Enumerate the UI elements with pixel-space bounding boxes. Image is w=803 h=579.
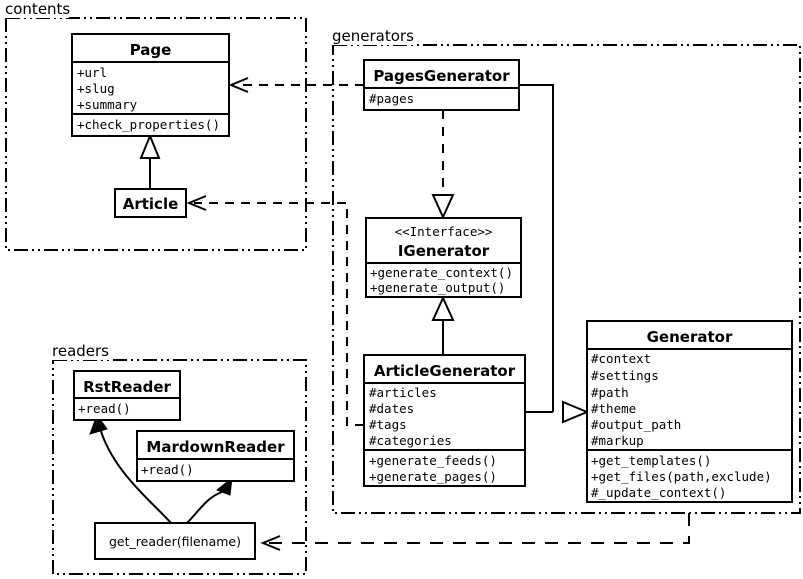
relationship-article-to-page	[139, 133, 161, 189]
package-readers-label-bg	[50, 342, 112, 360]
class-article-box	[114, 188, 187, 218]
class-generator-method: +get_templates()	[591, 453, 711, 468]
class-mardownreader[interactable]: MardownReader +read()	[136, 430, 295, 482]
class-articlegenerator-attribute: #dates	[369, 401, 414, 416]
class-igenerator-method: +generate_output()	[370, 280, 505, 295]
class-page[interactable]: Page +url +slug +summary +check_properti…	[71, 33, 230, 137]
class-pagesgenerator-attribute: #pages	[369, 91, 414, 106]
package-contents-border	[5, 17, 307, 251]
class-igenerator-name: IGenerator	[398, 242, 490, 260]
class-page-method: +check_properties()	[77, 117, 220, 132]
class-rstreader-name: RstReader	[83, 378, 171, 396]
generalization-line-pages	[519, 84, 554, 412]
generalization-arrowhead	[431, 295, 455, 321]
class-mardownreader-box	[136, 430, 295, 482]
class-articlegenerator-method: +generate_pages()	[369, 469, 497, 484]
dependency-line	[194, 202, 364, 426]
returns-arrowhead	[216, 476, 233, 496]
class-generator-attribute: #path	[591, 385, 629, 400]
package-generators-border	[332, 44, 801, 514]
relationship-getreader-to-mardownreader	[186, 476, 233, 524]
class-mardownreader-name: MardownReader	[146, 438, 285, 456]
class-articlegenerator-attribute: #tags	[369, 417, 407, 432]
relationship-getreader-to-rstreader	[89, 413, 172, 524]
relationship-pagesgenerator-to-page	[228, 77, 364, 93]
class-generator-box	[586, 320, 793, 503]
package-generators-label: generators	[332, 27, 414, 45]
class-rstreader-method: +read()	[78, 401, 131, 416]
returns-curve	[99, 427, 172, 524]
package-readers: readers	[50, 342, 307, 575]
generalization-arrowhead	[562, 400, 590, 424]
class-page-attribute: +slug	[77, 81, 115, 96]
class-mardownreader-method: +read()	[141, 462, 194, 477]
returns-arrowhead	[89, 413, 108, 435]
class-igenerator[interactable]: <<Interface>> IGenerator +generate_conte…	[365, 217, 522, 298]
class-generator-attribute: #settings	[591, 368, 659, 383]
function-get-reader-label: get_reader(filename)	[109, 534, 241, 549]
relationship-articlegenerator-to-article	[186, 195, 364, 426]
class-pagesgenerator-name: PagesGenerator	[373, 67, 510, 85]
class-pagesgenerator-box	[363, 59, 520, 111]
class-generator-method: +get_files(path,exclude)	[591, 469, 772, 484]
class-page-attribute: +url	[77, 65, 107, 80]
class-articlegenerator-box	[363, 354, 526, 487]
package-contents-label: contents	[5, 0, 70, 18]
class-page-attribute: +summary	[77, 97, 138, 112]
class-articlegenerator-method: +generate_feeds()	[369, 453, 497, 468]
package-readers-label: readers	[52, 342, 109, 360]
realization-arrowhead	[431, 194, 455, 220]
relationship-pagesgenerator-to-igenerator	[431, 110, 455, 220]
function-get-reader-box	[94, 522, 256, 560]
package-generators-label-bg	[330, 27, 414, 45]
class-article-name: Article	[123, 195, 179, 213]
class-generator[interactable]: Generator #context #settings #path #them…	[586, 320, 793, 503]
class-articlegenerator-attribute: #articles	[369, 385, 437, 400]
class-articlegenerator-attribute: #categories	[369, 433, 452, 448]
relationship-generators-to-generator	[519, 84, 590, 424]
class-generator-attribute: #output_path	[591, 417, 681, 432]
dependency-arrowhead	[186, 195, 207, 211]
dependency-arrowhead	[260, 535, 281, 551]
class-rstreader-box	[73, 370, 181, 421]
class-page-box	[71, 33, 230, 137]
package-readers-border	[52, 359, 307, 575]
class-page-name: Page	[130, 41, 172, 59]
class-generator-attribute: #theme	[591, 401, 636, 416]
class-articlegenerator[interactable]: ArticleGenerator #articles #dates #tags …	[363, 354, 526, 487]
package-contents-label-bg	[3, 0, 69, 18]
class-igenerator-stereotype: <<Interface>>	[395, 224, 493, 239]
class-article[interactable]: Article	[114, 188, 187, 218]
relationship-generator-to-getreader	[260, 513, 690, 551]
class-generator-attribute: #markup	[591, 433, 644, 448]
class-igenerator-box	[365, 217, 522, 298]
returns-curve	[186, 491, 223, 524]
class-rstreader[interactable]: RstReader +read()	[73, 370, 181, 421]
class-pagesgenerator[interactable]: PagesGenerator #pages	[363, 59, 520, 111]
class-articlegenerator-name: ArticleGenerator	[374, 362, 516, 380]
generalization-arrowhead	[139, 133, 161, 159]
class-generator-attribute: #context	[591, 351, 651, 366]
package-generators: generators	[330, 27, 801, 514]
dependency-line	[268, 513, 690, 544]
relationship-articlegenerator-to-igenerator	[431, 295, 455, 355]
package-contents: contents	[3, 0, 307, 251]
class-generator-name: Generator	[647, 328, 733, 346]
class-generator-method: #_update_context()	[591, 485, 726, 500]
function-get-reader[interactable]: get_reader(filename)	[94, 522, 256, 560]
dependency-arrowhead	[228, 77, 249, 93]
class-igenerator-method: +generate_context()	[370, 265, 513, 280]
